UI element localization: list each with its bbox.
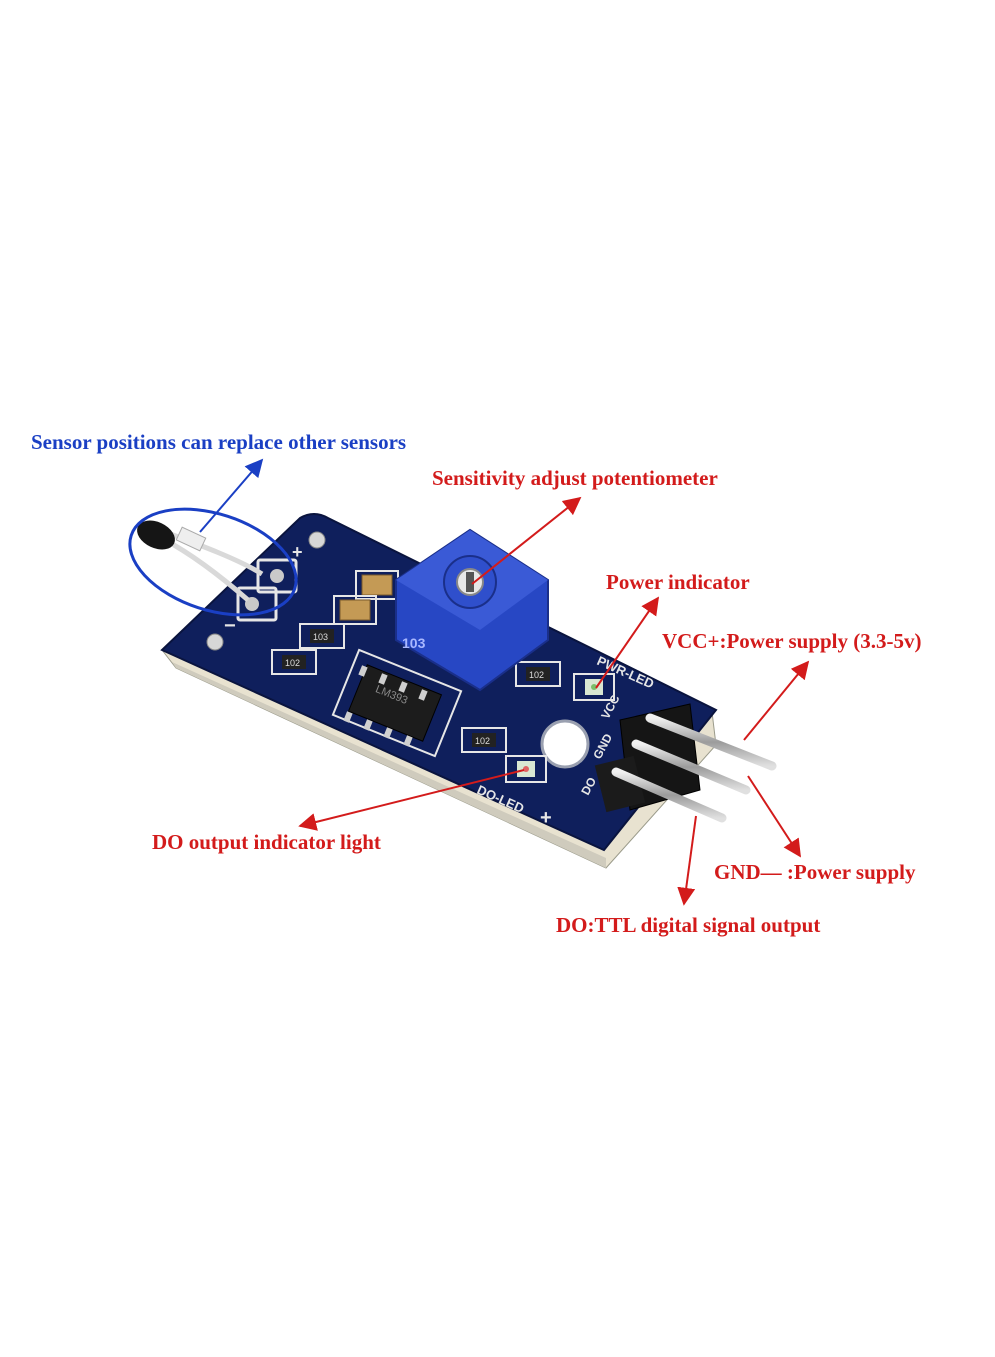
gnd-label: GND— :Power supply [714,860,916,884]
do-ttl-label: DO:TTL digital signal output [556,913,821,937]
solder-joint [245,597,259,611]
led-icon [505,755,547,783]
power-indicator-arrow [595,596,660,689]
gnd-arrow [747,775,801,858]
svg-text:103: 103 [313,632,328,642]
solder-joint [270,569,284,583]
thermistor-icon [137,520,264,602]
do-indicator-arrow [298,769,525,831]
sensor-positions-label: Sensor positions can replace other senso… [31,430,407,454]
svg-text:102: 102 [285,658,300,668]
do-indicator-label: DO output indicator light [152,830,381,854]
resistor-3: 102 [515,661,561,687]
vcc-label: VCC+:Power supply (3.3-5v) [662,629,922,653]
resistor-4: 102 [461,727,507,753]
vcc-arrow [743,660,810,741]
svg-text:103: 103 [402,635,426,651]
power-indicator-label: Power indicator [606,570,750,594]
pcb-edge-shadow [172,662,606,868]
capacitor-1 [355,570,399,600]
silk-plus-sensor: + [292,542,303,562]
header-pin-icon [594,703,777,823]
mounting-hole-large [540,719,590,769]
mounting-hole-top [308,531,326,549]
do-ttl-arrow [677,815,697,906]
potentiometer-icon: 103 [395,528,549,692]
resistor-1: 103 [299,623,345,649]
sensitivity-arrow [471,496,582,585]
comparator-chip: LM393 [331,648,463,758]
capacitor-2 [333,595,377,625]
silk-minus-sensor: − [224,615,236,637]
sensor-arrow [199,458,264,533]
mounting-hole-left [206,633,224,651]
sensor-highlight-ellipse [128,507,298,617]
svg-text:102: 102 [475,736,490,746]
sensor-pad-minus [236,586,278,622]
svg-text:102: 102 [529,670,544,680]
resistor-2: 102 [271,649,317,675]
silk-plus-led: + [540,807,552,829]
sensitivity-label: Sensitivity adjust potentiometer [432,466,718,490]
